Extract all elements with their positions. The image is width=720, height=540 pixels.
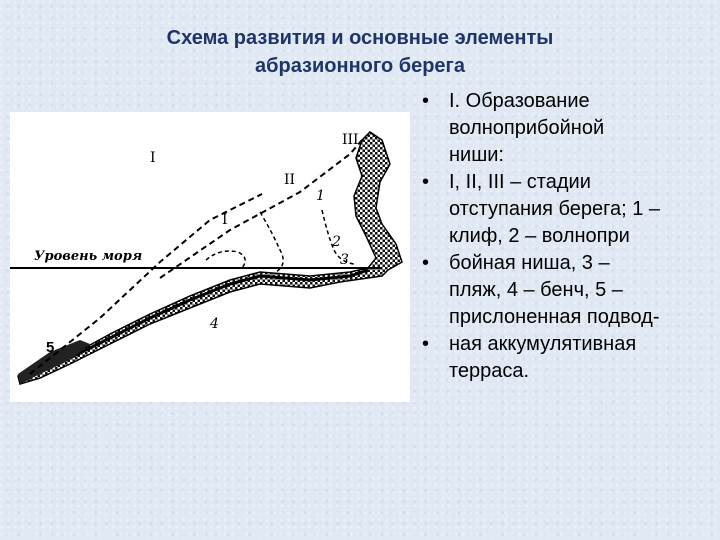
bullet-line: терраса. xyxy=(416,358,716,385)
element-label-1: 1 xyxy=(316,188,325,204)
element-label-4: 4 xyxy=(209,316,219,332)
bullet-list: •I. Образование волноприбойной ниши: •I,… xyxy=(416,88,716,385)
bullet-line: •ная аккумулятивная xyxy=(416,331,716,358)
stage-label-II: II xyxy=(284,172,295,188)
element-label-2: 2 xyxy=(331,234,341,250)
bullet-line: отступания берега; 1 – xyxy=(416,196,716,223)
bullet-line: пляж, 4 – бенч, 5 – xyxy=(416,277,716,304)
title-line-2: абразионного берега xyxy=(60,52,660,80)
stage-label-III: III xyxy=(342,132,359,148)
title-line-1: Схема развития и основные элементы xyxy=(60,24,660,52)
bullet-line: прислоненная подвод- xyxy=(416,304,716,331)
bullet-line: клиф, 2 – волнопри xyxy=(416,223,716,250)
bullet-line: волноприбойной xyxy=(416,115,716,142)
stage-label-I: I xyxy=(222,212,228,228)
bullet-line: •бойная ниша, 3 – xyxy=(416,250,716,277)
bullet-line: ниши: xyxy=(416,142,716,169)
abrasion-coast-diagram: Уровень моря I II III I 1 2 3 4 5 xyxy=(10,112,410,402)
bullet-line: •I. Образование xyxy=(416,88,716,115)
niche-outline-I xyxy=(206,251,245,268)
slide-title: Схема развития и основные элементы абраз… xyxy=(60,24,660,80)
sea-level-label: Уровень моря xyxy=(34,249,142,264)
element-label-5: 5 xyxy=(46,339,54,356)
corner-mark: I xyxy=(150,150,156,166)
diagram-svg: Уровень моря I II III I 1 2 3 4 5 xyxy=(10,112,410,402)
bullet-line: •I, II, III – стадии xyxy=(416,169,716,196)
stage-II-profile xyxy=(160,140,362,278)
element-label-3: 3 xyxy=(340,252,349,268)
niche-outline-II xyxy=(260,212,283,272)
